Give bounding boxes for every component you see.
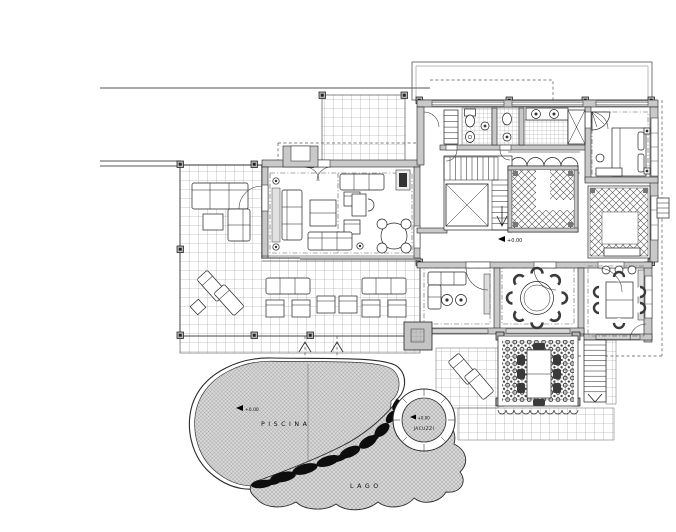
kitchen-chairs <box>592 270 647 330</box>
dining-room <box>501 266 575 330</box>
jacuzzi-label: JACUZZI <box>413 426 435 432</box>
level-main-text: +0.00 <box>507 238 522 244</box>
rocks <box>251 399 400 489</box>
lake-label: LAGO <box>350 483 382 490</box>
living-room <box>269 169 413 254</box>
terrace-furniture <box>189 182 407 318</box>
desk <box>351 193 367 217</box>
sofa <box>339 173 385 191</box>
garden-stairs <box>583 339 607 403</box>
poolside-lounges <box>448 353 494 400</box>
level-marker-main: +0.00 <box>498 236 522 244</box>
game-table <box>380 222 408 250</box>
lounge-chair <box>464 368 494 400</box>
pool-label: PISCINA <box>261 421 310 428</box>
lounge-chair <box>214 284 244 316</box>
sofa <box>281 189 303 241</box>
sofa <box>307 231 353 251</box>
entry-porch <box>321 94 406 164</box>
door-arcs <box>238 111 647 341</box>
lounge-table <box>189 298 207 316</box>
sitting-room <box>587 185 670 259</box>
outdoor-sofa <box>191 182 249 210</box>
kitchen <box>587 265 647 337</box>
pool-hut <box>403 321 433 351</box>
level-pool-text: +0.00 <box>245 407 259 413</box>
level-marker-jacuzzi: +0.00 <box>410 414 431 421</box>
level-marker-pool: +0.00 <box>236 405 259 413</box>
pool-steps <box>298 336 344 358</box>
courtyard <box>507 165 579 233</box>
bedroom <box>591 111 651 177</box>
dining-table <box>520 281 554 315</box>
jacuzzi <box>392 388 456 452</box>
pergola <box>495 331 581 415</box>
walls <box>261 99 659 343</box>
level-jacuzzi-text: +0.00 <box>418 416 431 421</box>
side-table <box>202 213 224 231</box>
site-lines <box>100 87 430 167</box>
family-room <box>423 267 491 325</box>
desk-chair <box>367 198 375 212</box>
outdoor-dining-chairs <box>517 343 561 406</box>
dining-chairs <box>505 266 569 330</box>
bathrooms <box>443 107 586 146</box>
staircase <box>443 155 513 231</box>
annotations: +0.00 +0.00 +0.00 PISCINA LAGO JACUZZI <box>236 236 522 490</box>
